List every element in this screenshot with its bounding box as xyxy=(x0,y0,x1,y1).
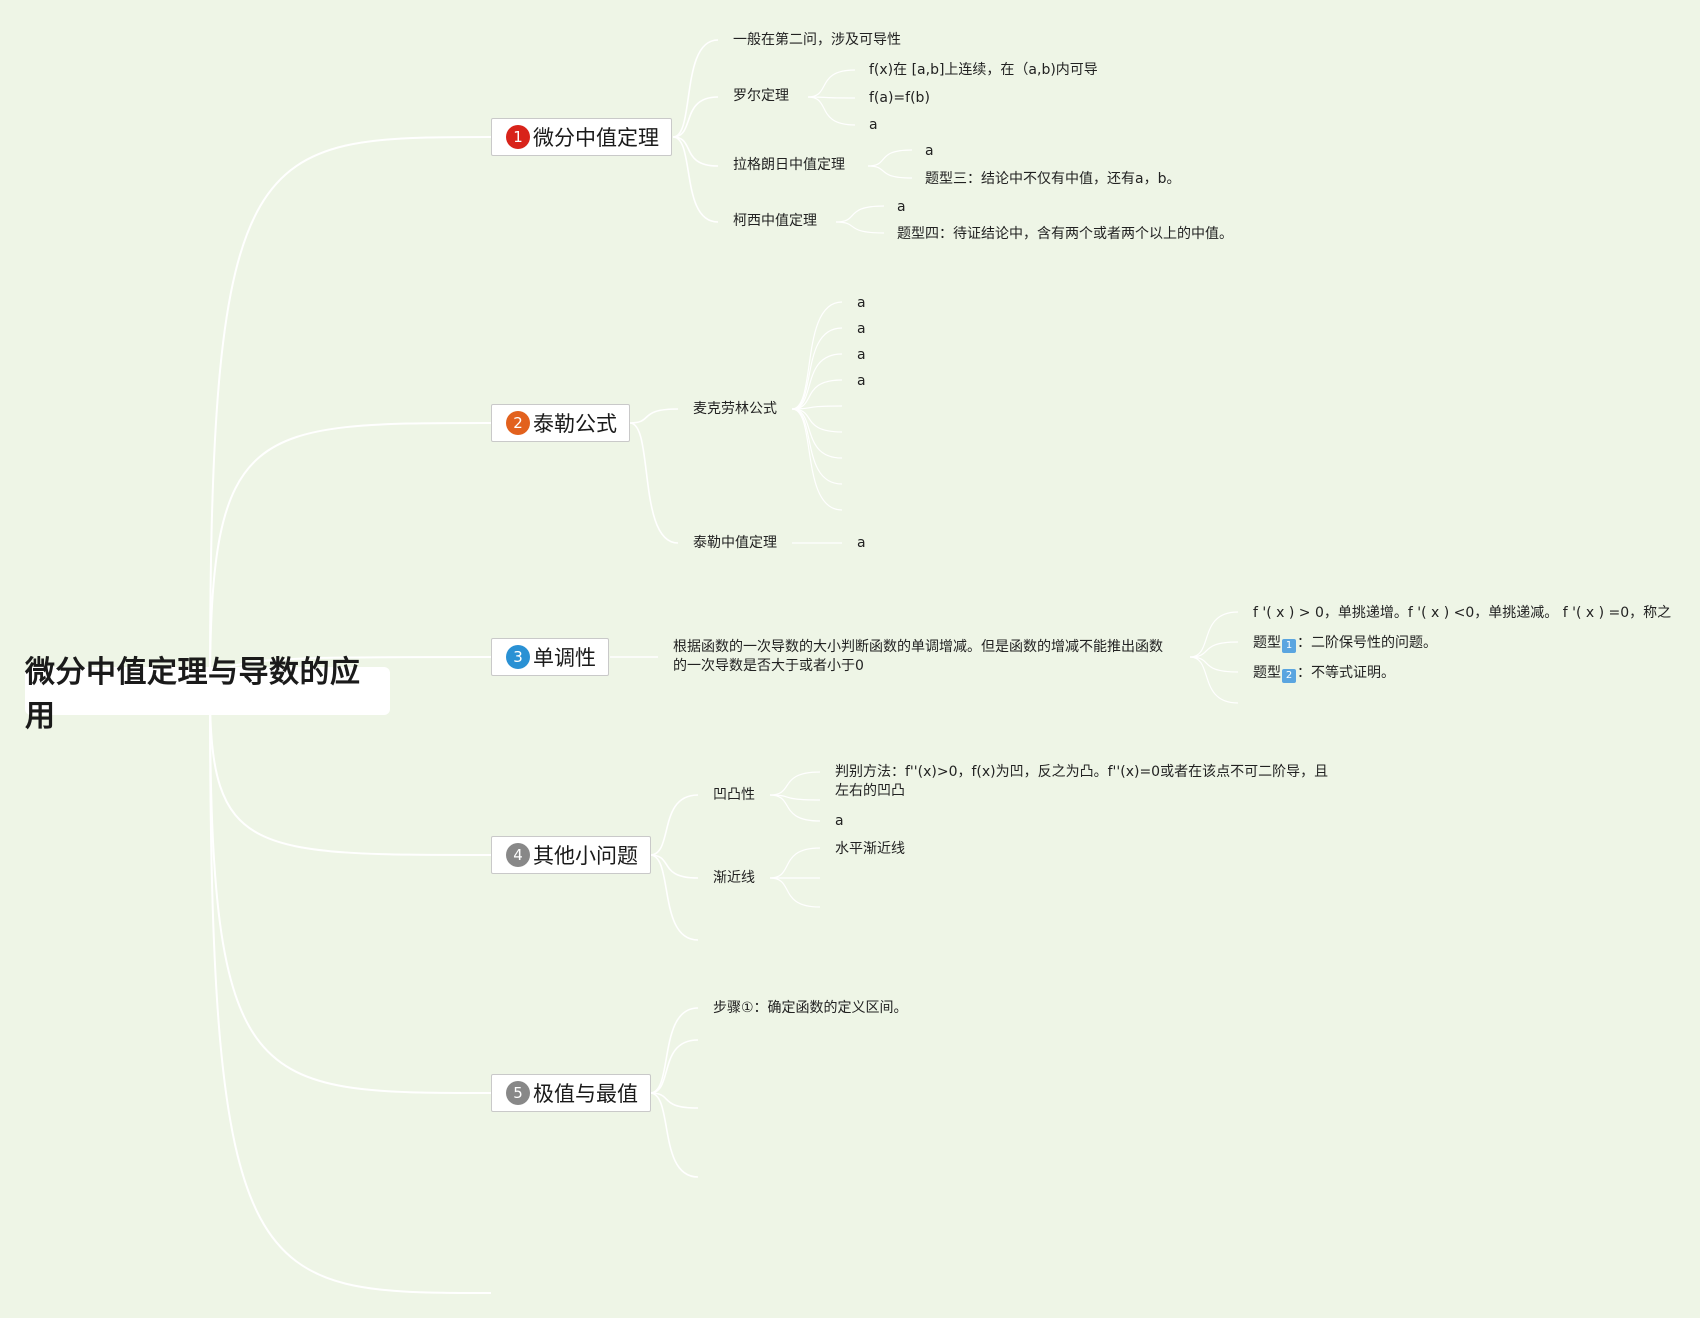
topic-label: 微分中值定理 xyxy=(533,126,659,150)
number-1-icon: 1 xyxy=(1282,639,1296,653)
topic-label: 极值与最值 xyxy=(533,1082,638,1106)
rolle-condition-2[interactable]: f(a)=f(b) xyxy=(869,90,930,106)
root-topic[interactable]: 微分中值定理与导数的应用 xyxy=(25,655,390,734)
link-lagrange-1 xyxy=(867,165,913,179)
link-rolle-2 xyxy=(807,96,856,126)
link-cauchy-1 xyxy=(835,221,885,234)
monotonicity-child-1[interactable]: f '( x ) > 0，单挑递增。f '( x ) <0，单挑递减。 f '(… xyxy=(1253,605,1672,621)
convexity-child-1[interactable]: 判别方法：f''(x)>0，f(x)为凹，反之为凸。f''(x)=0或者在该点不… xyxy=(835,764,1329,799)
link-t4-0 xyxy=(649,794,699,856)
topic-5-extrema[interactable]: 5 极值与最值 xyxy=(491,1074,651,1112)
link-t1-1 xyxy=(672,96,719,138)
link-t4-2 xyxy=(649,854,699,941)
subtopic-asymptote[interactable]: 渐近线 xyxy=(713,870,755,886)
link-maclaurin-0 xyxy=(791,301,843,410)
root-link-topic-2 xyxy=(209,422,492,692)
root-link-topic-6 xyxy=(209,690,492,1294)
link-cauchy-0 xyxy=(835,205,885,223)
cauchy-child-1[interactable]: a xyxy=(897,199,906,215)
link-asymptote-2 xyxy=(769,877,821,908)
link-maclaurin-6 xyxy=(791,408,843,459)
topic-label: 单调性 xyxy=(533,646,596,670)
cauchy-child-2[interactable]: 题型四：待证结论中，含有两个或者两个以上的中值。 xyxy=(897,226,1233,242)
lagrange-child-2[interactable]: 题型三：结论中不仅有中值，还有a，b。 xyxy=(925,171,1181,187)
subtopic-general-note[interactable]: 一般在第二问，涉及可导性 xyxy=(733,32,901,48)
root-link-topic-1 xyxy=(209,136,492,692)
link-t5-0 xyxy=(649,1007,699,1094)
topic-1-mean-value-theorems[interactable]: 1 微分中值定理 xyxy=(491,118,672,156)
link-t5-3 xyxy=(649,1092,699,1178)
link-t1-2 xyxy=(672,136,719,167)
rolle-condition-1[interactable]: f(x)在 [a,b]上连续，在（a,b)内可导 xyxy=(869,62,1098,78)
link-rolle-0 xyxy=(807,69,856,98)
number-badge-2: 2 xyxy=(506,411,530,435)
link-maclaurin-3 xyxy=(791,379,843,410)
link-maclaurin-5 xyxy=(791,408,843,433)
maclaurin-child-2[interactable]: a xyxy=(857,321,866,337)
number-badge-3: 3 xyxy=(506,645,530,669)
topic-2-taylor-formula[interactable]: 2 泰勒公式 xyxy=(491,404,630,442)
root-link-topic-5 xyxy=(209,690,492,1094)
subtopic-rolle[interactable]: 罗尔定理 xyxy=(733,88,789,104)
monotonicity-description[interactable]: 根据函数的一次导数的大小判断函数的单调增减。但是函数的增减不能推出函数的一次导数… xyxy=(673,639,1163,674)
topic-3-monotonicity[interactable]: 3 单调性 xyxy=(491,638,609,676)
maclaurin-child-4[interactable]: a xyxy=(857,373,866,389)
link-t5-1 xyxy=(649,1039,699,1094)
link-convexity-2 xyxy=(769,794,821,822)
child-suffix: ：不等式证明。 xyxy=(1297,665,1395,681)
number-badge-4: 4 xyxy=(506,843,530,867)
link-t1-3 xyxy=(672,136,719,223)
child-prefix: 题型 xyxy=(1253,665,1281,681)
number-badge-1: 1 xyxy=(506,125,530,149)
link-mono-2 xyxy=(1189,656,1239,673)
number-badge-5: 5 xyxy=(506,1081,530,1105)
link-t1-0 xyxy=(672,39,719,138)
link-mono-3 xyxy=(1189,656,1239,704)
link-lagrange-0 xyxy=(867,149,913,167)
maclaurin-child-1[interactable]: a xyxy=(857,295,866,311)
subtopic-lagrange[interactable]: 拉格朗日中值定理 xyxy=(733,157,845,173)
asymptote-child-1[interactable]: 水平渐近线 xyxy=(835,841,905,857)
subtopic-cauchy[interactable]: 柯西中值定理 xyxy=(733,213,817,229)
link-maclaurin-2 xyxy=(791,353,843,410)
subtopic-maclaurin[interactable]: 麦克劳林公式 xyxy=(693,401,777,417)
link-t2-maclaurin xyxy=(629,408,679,424)
link-mono-1 xyxy=(1189,641,1239,658)
link-maclaurin-4 xyxy=(791,405,843,410)
subtopic-taylor-mvt[interactable]: 泰勒中值定理 xyxy=(693,535,777,551)
child-suffix: ：二阶保号性的问题。 xyxy=(1297,635,1437,651)
topic-4-other-problems[interactable]: 4 其他小问题 xyxy=(491,836,651,874)
convexity-child-2[interactable]: a xyxy=(835,813,844,829)
extrema-step-1[interactable]: 步骤①：确定函数的定义区间。 xyxy=(713,1000,908,1016)
link-asymptote-0 xyxy=(769,847,821,879)
maclaurin-child-3[interactable]: a xyxy=(857,347,866,363)
link-convexity-0 xyxy=(769,771,821,796)
link-t2-taylor-mvt xyxy=(629,422,679,544)
taylor-mvt-child-1[interactable]: a xyxy=(857,535,866,551)
link-mono-0 xyxy=(1189,611,1239,658)
lagrange-child-1[interactable]: a xyxy=(925,143,934,159)
rolle-condition-3[interactable]: a xyxy=(869,117,878,133)
link-rolle-1 xyxy=(807,96,856,99)
link-maclaurin-8 xyxy=(791,408,843,511)
child-prefix: 题型 xyxy=(1253,635,1281,651)
subtopic-convexity[interactable]: 凹凸性 xyxy=(713,787,755,803)
number-2-icon: 2 xyxy=(1282,669,1296,683)
link-t4-1 xyxy=(649,854,699,879)
topic-label: 泰勒公式 xyxy=(533,412,617,436)
topic-label: 其他小问题 xyxy=(533,844,638,868)
link-maclaurin-1 xyxy=(791,327,843,410)
link-t5-2 xyxy=(649,1092,699,1109)
root-link-topic-4 xyxy=(209,690,492,856)
